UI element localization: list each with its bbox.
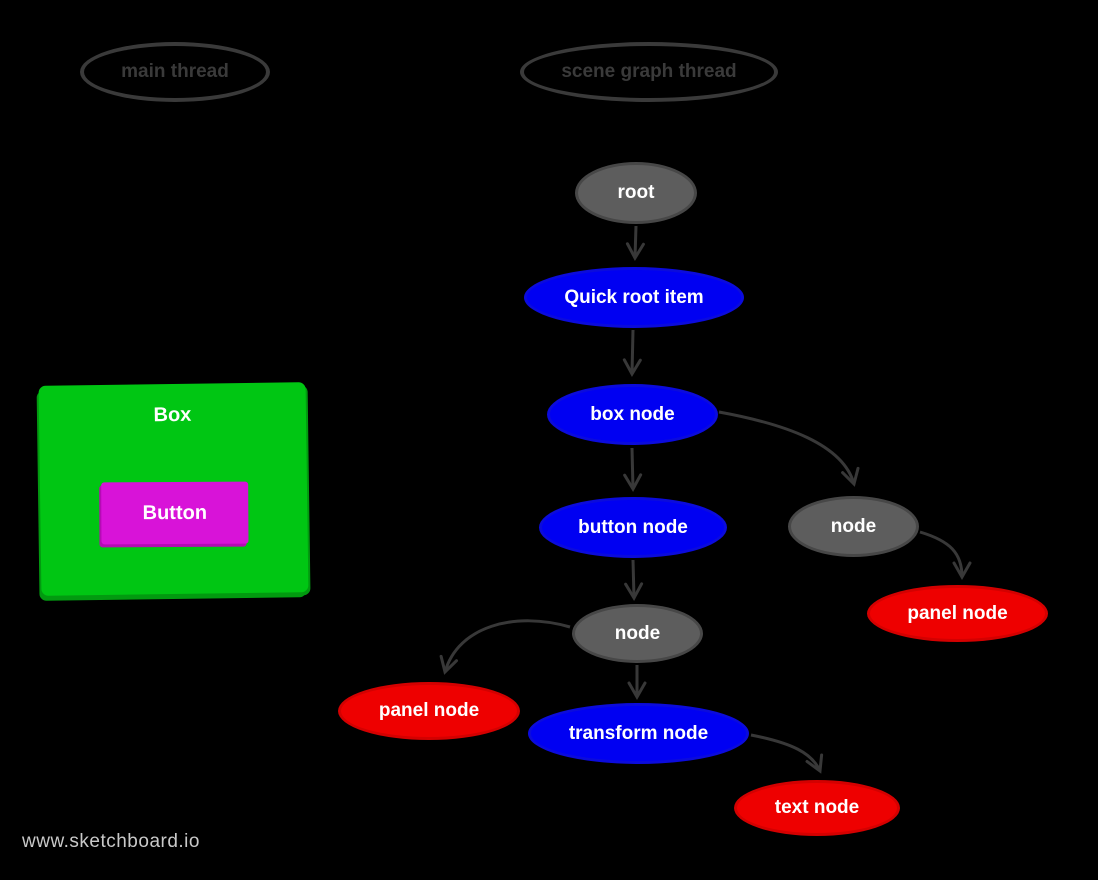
node-label: button node [578,516,688,538]
node-label: panel node [907,602,1008,624]
sketchboard-watermark: www.sketchboard.io [22,831,200,852]
node-root[interactable]: root [575,162,697,224]
edge-box-node-to-button-node [623,447,643,493]
node-label: panel node [378,700,480,721]
node-text-node[interactable]: text node [734,780,900,836]
node-right[interactable]: node [788,496,919,557]
edge-transform-node-to-text-node [750,733,824,774]
edge-box-node-to-node-right [718,410,860,487]
node-transform-node[interactable]: transform node [528,703,749,764]
edge-quick-root-item-to-box-node [622,329,642,378]
node-panel-node-left[interactable]: panel node [338,682,520,740]
main-thread-label: main thread [121,61,229,82]
box-label: Box [153,403,192,427]
button-shape[interactable]: Button [101,481,249,545]
edge-node-center-to-panel-node-left [439,619,571,675]
node-label: root [617,182,655,203]
node-label: transform node [568,722,709,744]
scene-graph-thread-label: scene graph thread [561,61,737,82]
node-label: node [614,622,661,644]
node-center[interactable]: node [572,604,703,663]
node-label: node [830,515,877,537]
box-shape[interactable]: Box Button [38,382,309,596]
node-label: Quick root item [564,286,704,308]
button-label: Button [142,501,208,524]
edge-root-to-quick-root-item [625,225,645,262]
node-quick-root-item[interactable]: Quick root item [524,267,744,328]
edge-button-node-to-node-center [624,559,644,602]
node-box-node[interactable]: box node [547,384,718,445]
node-label: text node [774,797,860,818]
node-label: box node [590,403,675,425]
main-thread-ellipse[interactable]: main thread [80,42,270,102]
edge-node-right-to-panel-node-right [919,530,972,581]
scene-graph-thread-ellipse[interactable]: scene graph thread [520,42,778,102]
node-button-node[interactable]: button node [539,497,727,558]
node-panel-node-right[interactable]: panel node [867,585,1048,642]
